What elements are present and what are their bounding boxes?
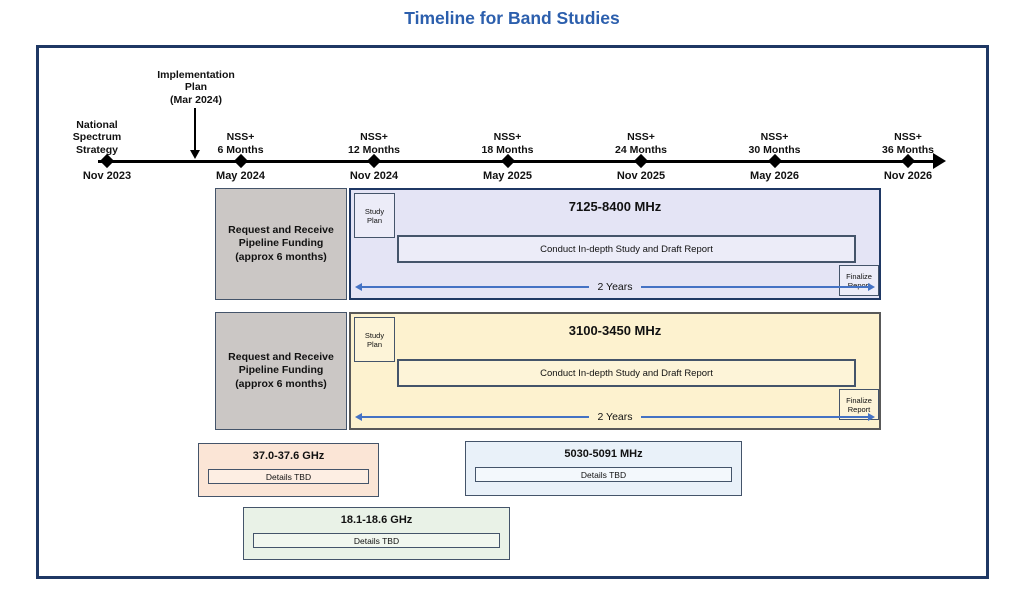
milestone-top-label: NSS+ 36 Months	[882, 131, 934, 156]
duration-label: 2 Years	[597, 281, 633, 293]
timeline-arrowhead-icon	[933, 153, 946, 169]
milestone-may-2024: NSS+ 6 Months May 2024	[193, 108, 289, 182]
band-box-7125-8400: Study Plan 7125-8400 MHz Conduct In-dept…	[349, 188, 881, 300]
diagram-frame: National Spectrum Strategy Nov 2023 NSS+…	[36, 45, 989, 579]
diamond-marker-icon	[900, 153, 916, 169]
tbd-band-title: 5030-5091 MHz	[564, 448, 643, 460]
milestone-nov-2026: NSS+ 36 Months Nov 2026	[860, 108, 956, 182]
milestone-nov-2024: NSS+ 12 Months Nov 2024	[326, 108, 422, 182]
funding-box-row2: Request and Receive Pipeline Funding (ap…	[215, 312, 347, 430]
timeline-axis	[98, 160, 936, 163]
milestone-top-label: NSS+ 30 Months	[748, 131, 801, 156]
tbd-band-title: 37.0-37.6 GHz	[252, 450, 325, 462]
milestone-date: May 2024	[216, 170, 265, 182]
page-title: Timeline for Band Studies	[404, 8, 620, 28]
diamond-marker-icon	[99, 153, 115, 169]
tbd-band-title: 18.1-18.6 GHz	[340, 514, 413, 526]
study-plan-box: Study Plan	[354, 193, 395, 238]
right-arrowhead-icon	[868, 283, 876, 291]
left-arrowhead-icon	[355, 413, 362, 421]
duration-label: 2 Years	[597, 411, 633, 423]
diamond-marker-icon	[767, 153, 782, 169]
arrow-line	[640, 286, 869, 288]
right-arrowhead-icon	[868, 413, 876, 421]
milestone-may-2025: NSS+ 18 Months May 2025	[460, 108, 556, 182]
duration-arrow: 2 Years	[355, 410, 876, 424]
funding-box-row1: Request and Receive Pipeline Funding (ap…	[215, 188, 347, 300]
study-plan-box: Study Plan	[354, 317, 395, 362]
arrow-line	[362, 416, 590, 418]
band-box-3100-3450: Study Plan 3100-3450 MHz Conduct In-dept…	[349, 312, 881, 430]
diamond-marker-icon	[633, 153, 649, 169]
implementation-plan-callout: Implementation Plan (Mar 2024)	[157, 69, 235, 106]
milestone-date: Nov 2023	[82, 170, 132, 182]
milestone-nov-2025: NSS+ 24 Months Nov 2025	[593, 108, 689, 182]
milestone-date: Nov 2024	[349, 170, 399, 182]
arrow-line	[640, 416, 869, 418]
duration-arrow: 2 Years	[355, 280, 876, 294]
milestone-top-label: NSS+ 6 Months	[217, 131, 264, 156]
tbd-details-bar: Details TBD	[253, 533, 500, 548]
milestone-date: Nov 2025	[616, 170, 666, 182]
conduct-study-bar: Conduct In-depth Study and Draft Report	[397, 235, 856, 263]
milestone-top-label: National Spectrum Strategy	[72, 118, 122, 156]
band-title: 7125-8400 MHz	[568, 199, 662, 214]
callout-arrow-line	[194, 108, 196, 150]
milestone-date: Nov 2026	[883, 170, 933, 182]
milestone-top-label: NSS+ 18 Months	[481, 131, 534, 156]
callout-arrowhead-icon	[189, 150, 200, 159]
diamond-marker-icon	[366, 153, 382, 169]
conduct-study-bar: Conduct In-depth Study and Draft Report	[397, 359, 856, 387]
band-title: 3100-3450 MHz	[568, 323, 662, 338]
milestone-top-label: NSS+ 12 Months	[348, 131, 400, 156]
milestone-top-label: NSS+ 24 Months	[615, 131, 667, 156]
diamond-marker-icon	[233, 153, 248, 169]
tbd-box-37-ghz: 37.0-37.6 GHz Details TBD	[198, 443, 379, 497]
arrow-line	[362, 286, 590, 288]
left-arrowhead-icon	[355, 283, 362, 291]
milestone-date: May 2026	[750, 170, 799, 182]
milestone-date: May 2025	[483, 170, 532, 182]
tbd-details-bar: Details TBD	[475, 467, 732, 482]
diamond-marker-icon	[500, 153, 515, 169]
tbd-box-18-ghz: 18.1-18.6 GHz Details TBD	[243, 507, 510, 560]
tbd-details-bar: Details TBD	[208, 469, 369, 484]
tbd-box-5030-mhz: 5030-5091 MHz Details TBD	[465, 441, 742, 496]
milestone-may-2026: NSS+ 30 Months May 2026	[727, 108, 823, 182]
milestone-nov-2023: National Spectrum Strategy Nov 2023	[59, 108, 155, 182]
